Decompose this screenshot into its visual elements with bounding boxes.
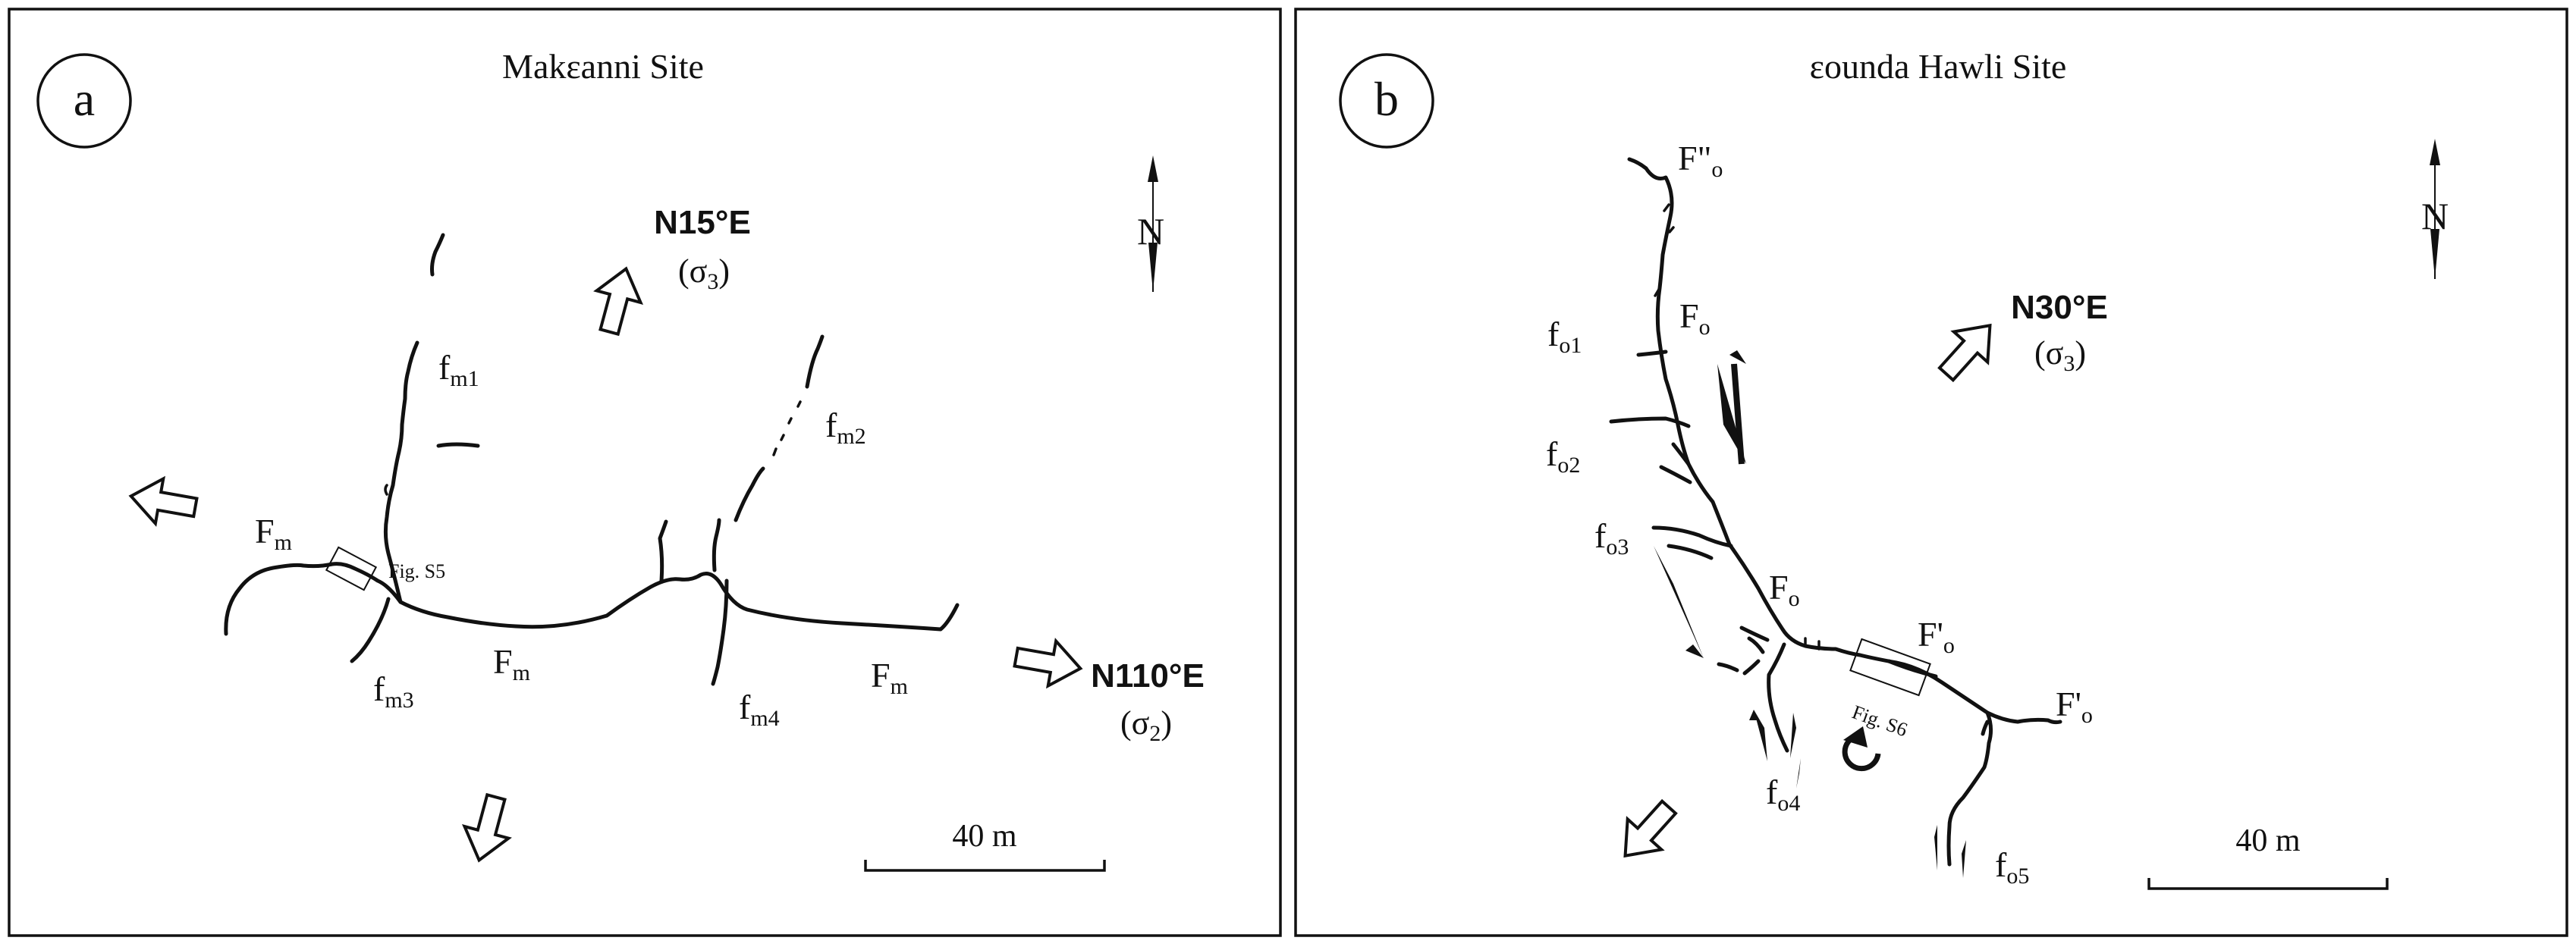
label-F2o: F"o <box>1678 139 1723 182</box>
extension-arrow-icon <box>1623 798 1678 858</box>
fault-traces <box>1609 157 2062 867</box>
label-fo3: fo3 <box>1594 516 1629 560</box>
label-Fo-north: Fo <box>1679 296 1711 340</box>
panel-b-letter: b <box>1374 72 1399 126</box>
panel-a-scale-label: 40 m <box>952 819 1017 854</box>
extension-arrow-icon <box>1937 323 1992 383</box>
panel-a-direction-n110e: N110°E <box>1091 657 1205 694</box>
inset-box-fig-s6 <box>1849 638 1931 697</box>
label-fm2: fm2 <box>825 406 866 449</box>
panel-b: b ɛounda Hawli Site N N30°E (σ3) <box>1294 8 2568 937</box>
label-fo1: fo1 <box>1547 315 1582 358</box>
panel-b-sigma3: (σ3) <box>2034 334 2086 376</box>
label-Fm-central: Fm <box>493 642 530 685</box>
fault-traces <box>224 233 960 686</box>
extension-arrow-icon <box>462 792 512 863</box>
panel-a-scale-bar: 40 m <box>864 819 1106 872</box>
label-fo4: fo4 <box>1766 773 1800 816</box>
label-Fo-south: Fo <box>1769 568 1800 611</box>
panel-a-letter-circle <box>36 53 132 149</box>
panel-b-north-label: N <box>2421 195 2449 237</box>
panel-b-title: ɛounda Hawli Site <box>1810 47 2067 86</box>
north-arrow-icon: N <box>2421 139 2449 279</box>
label-Fm-east: Fm <box>871 656 908 699</box>
panel-a-frame <box>8 8 1282 937</box>
panel-a-north-label: N <box>1137 210 1164 252</box>
north-arrow-icon: N <box>1137 155 1164 292</box>
extension-arrow-icon <box>593 266 643 337</box>
panel-a: a Makɛanni Site N N15°E (σ3) N110°E (σ2) <box>8 8 1282 937</box>
rotation-arrow-icon <box>1842 726 1881 772</box>
label-fm1: fm1 <box>438 348 479 391</box>
label-F1o-inset: F'o <box>1918 615 1955 658</box>
label-F1o-east: F'o <box>2056 685 2093 728</box>
label-fm3: fm3 <box>373 669 414 713</box>
panel-a-letter: a <box>74 72 95 126</box>
label-Fm-west: Fm <box>255 512 292 555</box>
panel-b-scale-bar: 40 m <box>2147 823 2389 890</box>
label-fo5: fo5 <box>1995 845 2029 889</box>
inset-box-fig-s5 <box>325 546 378 591</box>
panel-b-scale-label: 40 m <box>2235 823 2301 858</box>
label-fo2: fo2 <box>1546 434 1580 478</box>
inset-ref-fig-s5: Fig. S5 <box>388 560 445 582</box>
label-fm4: fm4 <box>739 688 780 731</box>
compression-arrow-icon <box>1013 638 1083 689</box>
slip-arrows <box>1654 350 1966 878</box>
panel-b-direction-n30e: N30°E <box>2011 289 2108 326</box>
panel-a-sigma3: (σ3) <box>678 252 730 294</box>
panel-a-direction-n15e: N15°E <box>654 204 751 241</box>
panel-a-sigma2: (σ2) <box>1120 704 1172 746</box>
panel-b-frame <box>1294 8 2568 937</box>
compression-arrow-icon <box>128 475 199 527</box>
panel-b-letter-circle <box>1339 53 1434 149</box>
panel-a-title: Makɛanni Site <box>502 47 704 86</box>
